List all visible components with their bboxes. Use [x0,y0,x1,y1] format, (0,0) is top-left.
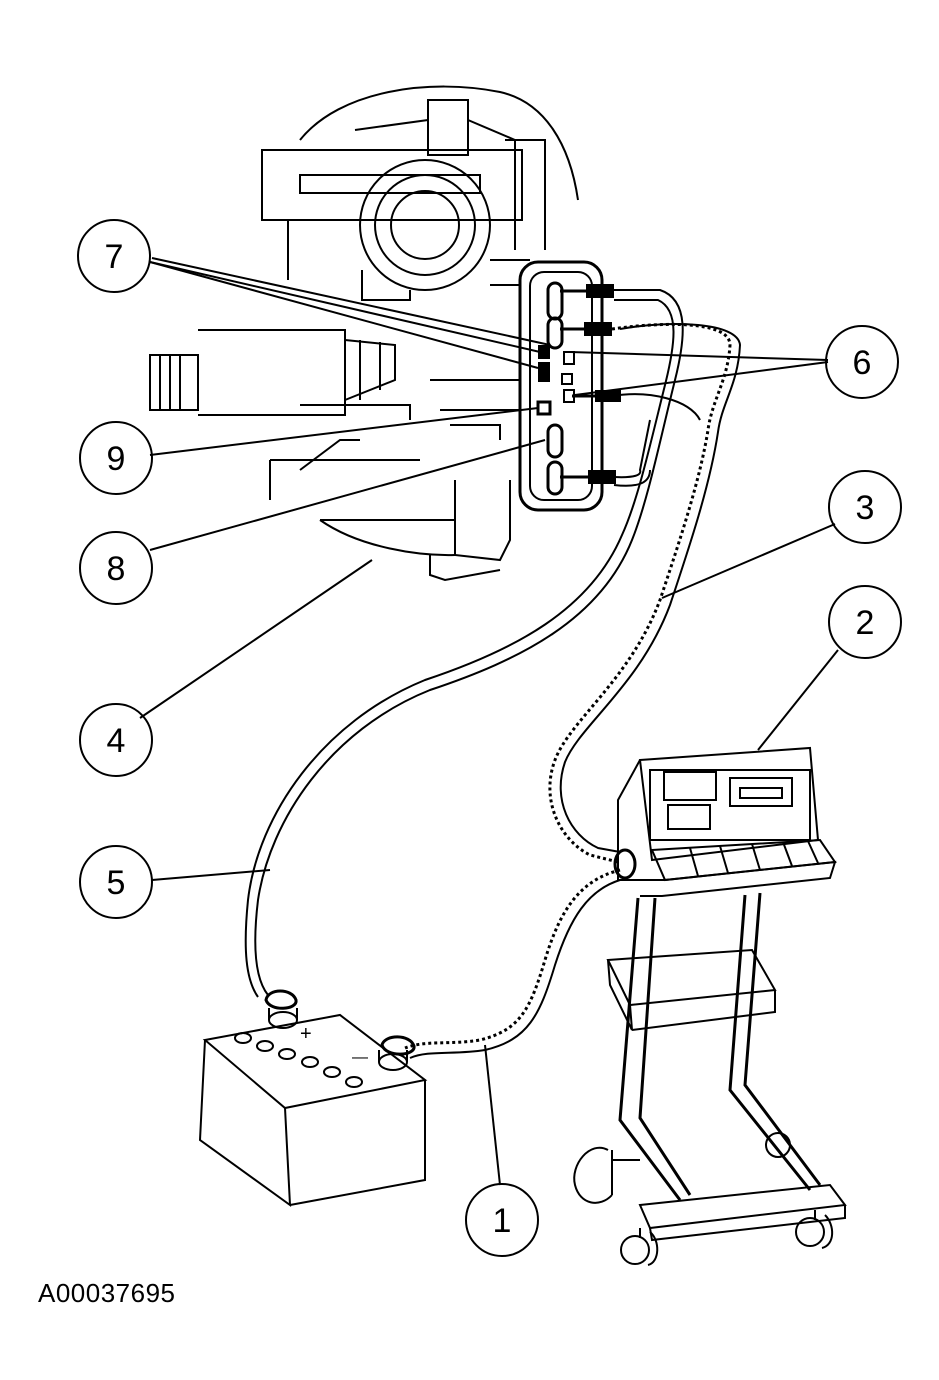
battery-minus-label: — [352,1049,368,1066]
callout-5-label: 5 [107,864,126,902]
callout-3-label: 3 [856,489,875,527]
tester-display-3 [667,804,711,830]
terminal-small-2 [538,362,550,382]
callout-3: 3 [828,470,902,544]
terminal-block [518,260,621,512]
callout-6-label: 6 [853,344,872,382]
callout-9-label: 9 [107,440,126,478]
callout-5: 5 [79,845,153,919]
callout-7: 7 [77,219,151,293]
callout-1-label: 1 [493,1202,512,1240]
cables [244,289,742,1059]
callout-8-label: 8 [107,550,126,588]
generator-assembly [149,85,579,582]
tester-display-1 [663,771,717,801]
leader-lines [139,257,839,1186]
terminal-stud-2 [546,316,564,350]
terminal-stud-4 [546,460,564,496]
terminal-small-3 [536,400,552,416]
terminal-stud-1 [546,281,564,321]
figure-id: A00037695 [38,1278,176,1308]
callout-4-label: 4 [107,722,126,760]
callout-8: 8 [79,531,153,605]
battery-negative-post: — [352,1035,416,1071]
tester-cable-port [613,848,637,880]
callout-1: 1 [465,1183,539,1257]
callout-2-label: 2 [856,604,875,642]
battery-tester-cart [573,746,847,1266]
callout-6: 6 [825,325,899,399]
terminal-small-1 [538,345,550,359]
tester-display-2 [729,777,793,807]
battery-plus-label: + [300,1023,312,1045]
callout-7-label: 7 [105,238,124,276]
callout-9: 9 [79,421,153,495]
battery-positive-post: + [264,989,312,1045]
battery: + — [198,989,428,1208]
test-clips [560,284,621,484]
callout-2: 2 [828,585,902,659]
terminal-stud-3 [546,423,564,459]
callout-4: 4 [79,703,153,777]
